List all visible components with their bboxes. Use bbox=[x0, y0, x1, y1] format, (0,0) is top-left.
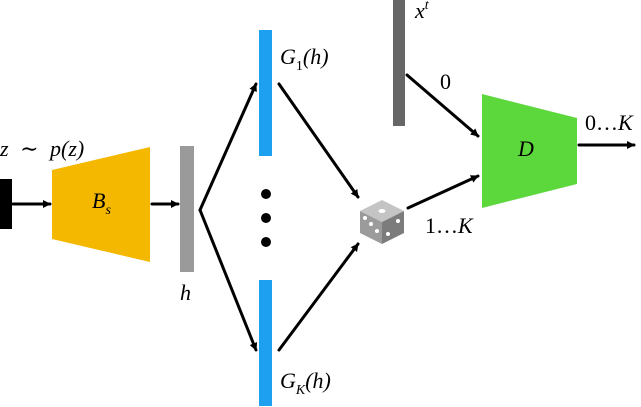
discriminator-label: D bbox=[517, 136, 534, 161]
noise-label: z ∼ p(z) bbox=[0, 136, 84, 161]
generator-k-main: G bbox=[280, 368, 296, 393]
noise-input-bar bbox=[0, 179, 12, 229]
output-k: K bbox=[617, 110, 634, 135]
noise-p: p bbox=[48, 136, 61, 161]
real-data-label: xt bbox=[414, 0, 430, 23]
vertical-ellipsis-icon bbox=[261, 189, 271, 247]
base-network-sub: s bbox=[105, 203, 111, 218]
generator-k-bar bbox=[259, 280, 272, 406]
generator-1-bar bbox=[259, 30, 272, 156]
arrow-real-to-discriminator bbox=[405, 73, 480, 138]
arrow-generator-k-to-dice bbox=[277, 242, 360, 352]
discriminator-block bbox=[482, 94, 577, 208]
base-network-main: B bbox=[92, 188, 105, 213]
noise-arg: (z) bbox=[61, 136, 84, 161]
generator-1-sub: 1 bbox=[296, 59, 303, 74]
arrow-dice-to-discriminator bbox=[406, 174, 480, 210]
real-data-main: x bbox=[414, 0, 425, 23]
arrow-feature-to-generator-1 bbox=[198, 82, 258, 212]
real-target-label: 0 bbox=[440, 69, 451, 94]
generator-1-arg: (h) bbox=[303, 44, 329, 69]
generator-k-arg: (h) bbox=[305, 368, 331, 393]
output-label: 0…K bbox=[585, 110, 634, 135]
fake-target-pre: 1… bbox=[425, 213, 458, 238]
output-pre: 0… bbox=[585, 110, 618, 135]
noise-var: z bbox=[0, 136, 9, 161]
arrow-generator-1-to-dice bbox=[277, 82, 360, 199]
base-network-label: Bs bbox=[92, 188, 111, 218]
base-network-block bbox=[52, 147, 150, 262]
fake-target-k: K bbox=[457, 213, 474, 238]
generator-1-main: G bbox=[280, 44, 296, 69]
fake-target-label: 1…K bbox=[425, 213, 474, 238]
real-data-bar bbox=[393, 0, 405, 126]
real-data-sup: t bbox=[425, 0, 430, 13]
noise-sim: ∼ bbox=[20, 136, 38, 161]
generator-k-label: GK(h) bbox=[280, 368, 331, 398]
arrow-feature-to-generator-k bbox=[198, 208, 258, 352]
dice-icon bbox=[360, 200, 404, 244]
feature-bar bbox=[180, 146, 194, 272]
generator-k-sub: K bbox=[295, 383, 306, 398]
generator-1-label: G1(h) bbox=[280, 44, 329, 74]
feature-label: h bbox=[180, 280, 191, 305]
